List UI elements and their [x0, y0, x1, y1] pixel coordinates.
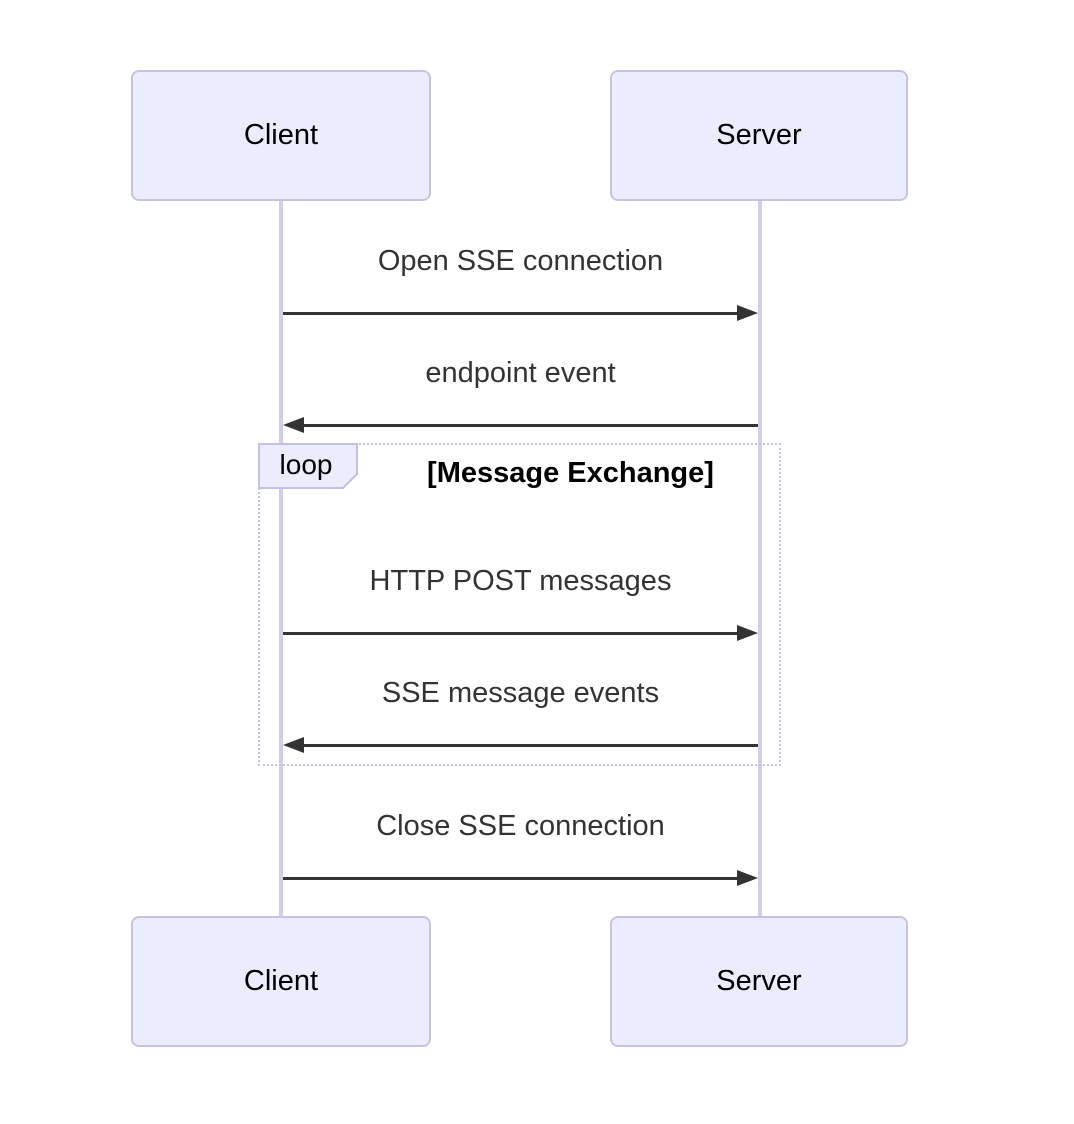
arrowhead-right-icon	[737, 305, 758, 321]
actor-client-top-label: Client	[243, 119, 319, 151]
arrowhead-left-icon	[283, 417, 304, 433]
message-label-endpoint-event: endpoint event	[425, 357, 616, 389]
actor-server-top-label: Server	[716, 119, 802, 151]
arrow-client-to-server-icon	[283, 625, 758, 641]
arrow-shaft	[299, 423, 758, 427]
arrow-server-to-client-icon	[283, 737, 758, 753]
arrow-shaft	[283, 876, 742, 880]
loop-label-pentagon-icon	[258, 443, 358, 489]
actor-client-bottom: Client	[131, 916, 431, 1047]
actor-client-bottom-label: Client	[243, 965, 319, 997]
loop-title: [Message Exchange]	[427, 457, 714, 489]
actor-server-bottom: Server	[610, 916, 908, 1047]
arrow-shaft	[283, 311, 742, 315]
actor-server-bottom-label: Server	[716, 965, 802, 997]
message-label-sse-message-events: SSE message events	[381, 677, 660, 709]
arrowhead-right-icon	[737, 870, 758, 886]
loop-keyword: loop	[279, 449, 333, 480]
arrow-client-to-server-icon	[283, 305, 758, 321]
message-label-open-sse-connection: Open SSE connection	[377, 245, 664, 277]
lifeline-server	[758, 201, 762, 916]
loop-frame	[258, 443, 781, 766]
arrow-shaft	[283, 631, 742, 635]
arrow-shaft	[299, 743, 758, 747]
actor-server-top: Server	[610, 70, 908, 201]
arrowhead-left-icon	[283, 737, 304, 753]
lifeline-client	[279, 201, 283, 916]
message-label-close-sse-connection: Close SSE connection	[376, 810, 665, 842]
message-label-http-post-messages: HTTP POST messages	[369, 565, 672, 597]
actor-client-top: Client	[131, 70, 431, 201]
arrowhead-right-icon	[737, 625, 758, 641]
arrow-client-to-server-icon	[283, 870, 758, 886]
loop-label: loop	[258, 443, 359, 489]
arrow-server-to-client-icon	[283, 417, 758, 433]
